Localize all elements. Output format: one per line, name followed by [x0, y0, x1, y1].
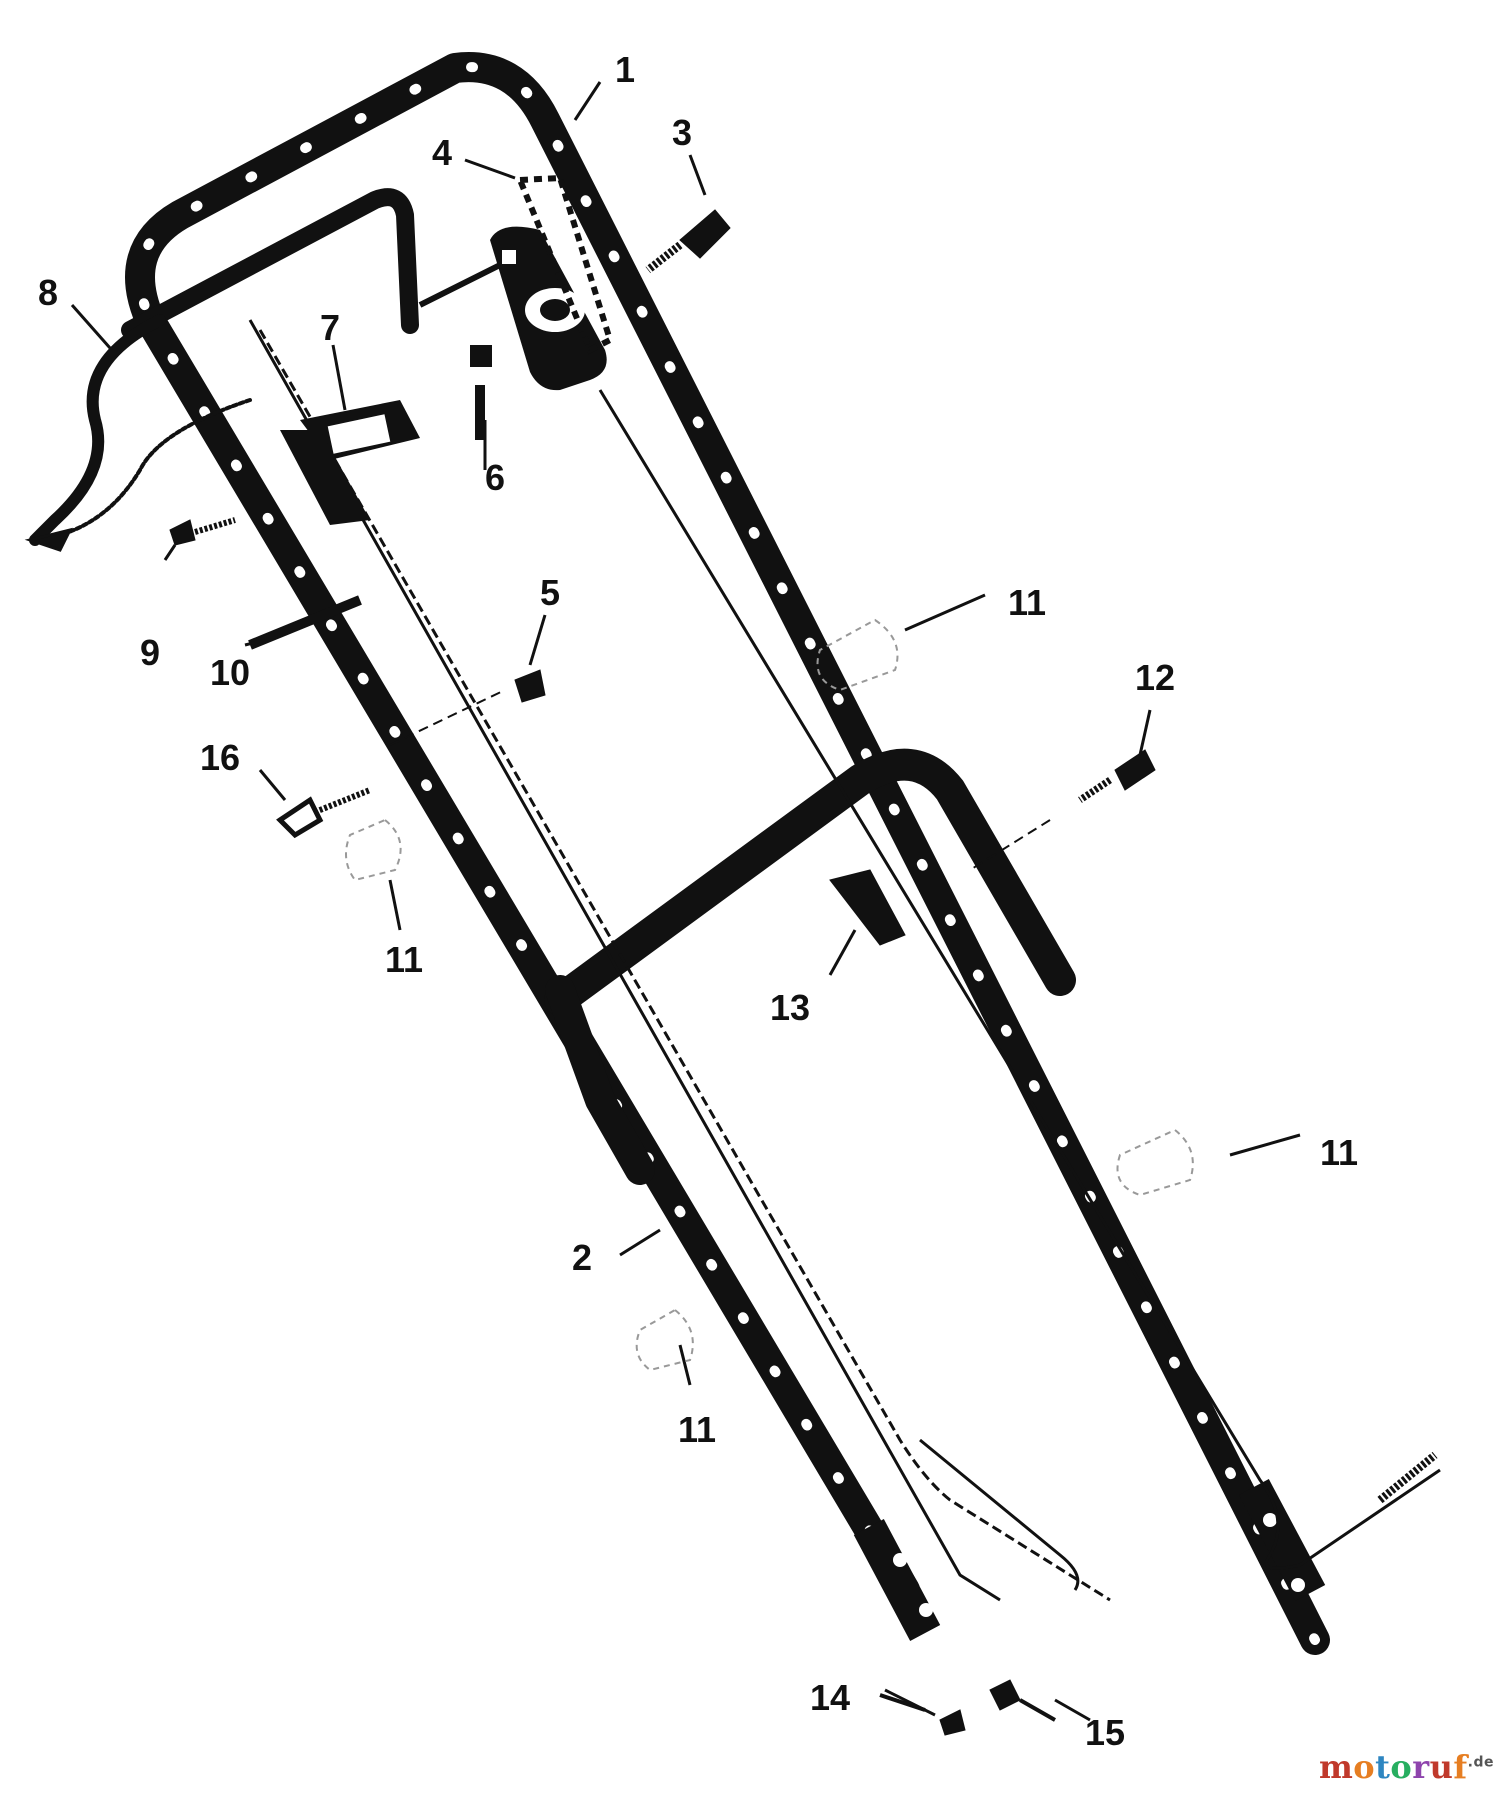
callout-5: 5	[540, 572, 560, 613]
bail-lever	[121, 188, 419, 339]
upper-handle	[125, 52, 1330, 1655]
callout-6-lower: 6	[485, 457, 505, 498]
watermark-letter: o	[1390, 1748, 1413, 1786]
callout-15: 15	[1085, 1712, 1125, 1753]
callouts: 1 2 3 4 5 6 7 8 9 10 11 11 11 11 12 13 1…	[38, 49, 1358, 1753]
callout-12: 12	[1135, 657, 1175, 698]
callout-16: 16	[200, 737, 240, 778]
callout-11-a: 11	[1008, 582, 1046, 623]
watermark-letter: m	[1318, 1748, 1354, 1786]
handle-knob-outlines	[345, 618, 1194, 1372]
callout-2: 2	[572, 1237, 592, 1278]
watermark-letter: f	[1453, 1748, 1468, 1786]
callout-8: 8	[38, 272, 58, 313]
callout-10: 10	[210, 652, 250, 693]
control-cables	[248, 319, 1441, 1602]
callout-9: 9	[140, 632, 160, 673]
callout-3: 3	[672, 112, 692, 153]
watermark-logo: motoruf.de	[1319, 1748, 1494, 1786]
callout-11-d: 11	[678, 1409, 716, 1450]
callout-13: 13	[770, 987, 810, 1028]
watermark-letter: u	[1429, 1748, 1454, 1786]
clip-bracket	[280, 400, 420, 525]
watermark-letter: o	[1353, 1748, 1376, 1786]
handle-ends	[853, 1479, 1326, 1641]
control-box	[418, 174, 614, 440]
callout-1: 1	[615, 49, 635, 90]
cable-spring-left	[24, 314, 252, 552]
lower-handle	[544, 748, 1076, 1185]
callout-4: 4	[432, 132, 452, 173]
callout-7: 7	[320, 307, 340, 348]
callout-11-c: 11	[1320, 1132, 1358, 1173]
leader-lines	[70, 81, 1301, 1722]
callout-11-b: 11	[385, 939, 423, 980]
watermark-letter: r	[1412, 1748, 1430, 1786]
watermark-letter: t	[1375, 1748, 1391, 1786]
watermark-suffix: .de	[1467, 1754, 1494, 1771]
callout-14: 14	[810, 1677, 850, 1718]
